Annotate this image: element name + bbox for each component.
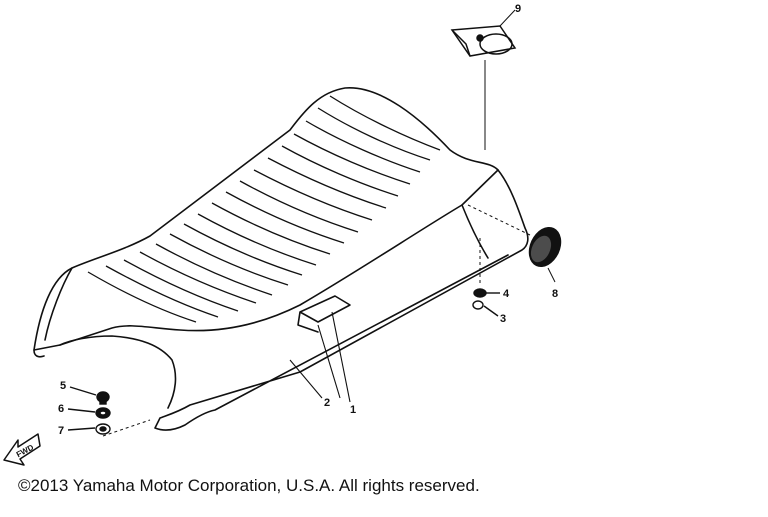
cushion-pleats (87, 95, 441, 323)
seat-tab (297, 295, 351, 333)
seat-front-hump (59, 335, 177, 409)
part-label-7: 7 (58, 425, 64, 437)
part-label-2: 2 (324, 397, 330, 409)
seat-cushion-outline (33, 87, 499, 351)
seat-pan-outline (154, 169, 529, 431)
part-label-6: 6 (58, 403, 64, 415)
parts-3-4-fasteners (472, 238, 500, 317)
part-label-3: 3 (500, 313, 506, 325)
part-label-1: 1 (350, 404, 356, 416)
copyright-notice: ©2013 Yamaha Motor Corporation, U.S.A. A… (18, 476, 480, 495)
parts-5-6-7-fasteners (67, 386, 151, 437)
part-label-9: 9 (515, 3, 521, 15)
part-label-8: 8 (552, 288, 558, 300)
part-label-4: 4 (503, 288, 510, 300)
seat-front-inner (33, 267, 73, 358)
part-9-clip (450, 9, 517, 150)
front-direction-arrow: FWD (3, 433, 41, 466)
part-8-badge (467, 204, 562, 283)
seat-rear-curve (461, 204, 489, 259)
leader-lines-1-2 (289, 311, 351, 403)
part-label-5: 5 (60, 380, 66, 392)
